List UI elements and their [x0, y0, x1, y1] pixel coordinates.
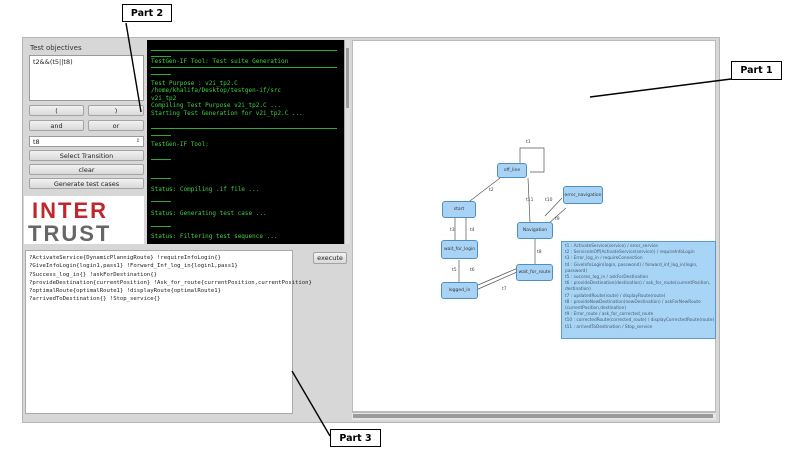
legend-line: t7 : updatedRoute(route) / displayRoute(…	[565, 293, 666, 299]
legend-line: t8 : provideNewDestination(newDestinatio…	[565, 299, 701, 305]
state-off-line: off_line	[497, 163, 527, 178]
select-transition-button[interactable]: Select Transition	[29, 150, 144, 161]
generate-test-cases-button[interactable]: Generate test cases	[29, 178, 144, 189]
or-button[interactable]: or	[88, 120, 144, 131]
console-separator	[151, 50, 337, 51]
transition-label-t5: t5	[452, 268, 457, 273]
legend-line: t11 : arrivedToDestination / Stop_servic…	[565, 324, 653, 330]
transition-label-t9: t9	[555, 217, 560, 222]
logo-line2: TRUST	[28, 221, 111, 244]
console-separator	[151, 201, 171, 202]
legend-line: t10 : correctedRoute(corrected_route) / …	[565, 318, 715, 324]
legend-line: t6 : provideDestination(destination) / a…	[565, 281, 711, 287]
arrow-t10	[544, 197, 563, 217]
transition-label-t8: t8	[537, 250, 542, 255]
arrow-t1	[519, 147, 545, 173]
console-output: TestGen-IF Tool: Test suite Generation T…	[147, 40, 345, 244]
legend-line: t4 : GiveInfoLogin(login, passwond) / fo…	[565, 262, 698, 268]
console-line: Status: Filtering test sequence ...	[151, 233, 278, 240]
intertrust-logo: INTER TRUST	[24, 196, 144, 246]
state-logged-in: logged_in	[441, 282, 478, 299]
console-separator	[151, 56, 171, 57]
legend-line: t3 : Error_log_in / requireConnection	[565, 256, 643, 262]
clear-button[interactable]: clear	[29, 164, 144, 175]
console-line: v2i_tp2	[151, 95, 177, 102]
state-wait-for-login: wait_for_login	[441, 240, 478, 259]
console-line: Starting Test Generation for v2i_tp2.C .…	[151, 110, 303, 117]
console-line: /home/khalifa/Desktop/testgen-if/src	[151, 87, 282, 94]
console-separator	[151, 226, 171, 227]
legend-line: destination)	[565, 287, 591, 293]
transition-select-value: t8	[33, 138, 40, 146]
legend-line: t5 : success_log_in / askForDestination	[565, 275, 649, 281]
console-line: Test Purpose : v2i_tp2.C	[151, 80, 238, 87]
script-line: ?provideDestination{currentPosition} !As…	[29, 279, 312, 286]
script-line: ?optimalRoute{optimalRoute1} !displayRou…	[29, 288, 221, 295]
callout-line-part1	[589, 78, 732, 98]
legend-line: t9 : Error_route / ask_for_corrected_rou…	[565, 312, 654, 318]
console-line: TestGen-IF Tool: Test suite Generation	[151, 58, 289, 65]
test-objectives-input[interactable]: t2&&(t5||t8)	[29, 55, 144, 101]
console-separator	[151, 178, 171, 179]
console-separator	[151, 74, 171, 75]
callout-line-part2	[125, 22, 142, 113]
execute-button[interactable]: execute	[313, 252, 347, 264]
callout-part1: Part 1	[731, 61, 782, 80]
arrow-t2	[465, 177, 501, 205]
callout-part3: Part 3	[330, 429, 381, 447]
transition-label-t11: t11	[526, 198, 534, 203]
transition-label-t4: t4	[470, 228, 475, 233]
legend-line: t1 : ActivateService(service) / error_se…	[565, 244, 658, 249]
console-line: TestGen-IF Tool:	[151, 141, 209, 148]
callout-part2: Part 2	[122, 4, 172, 22]
console-line: Status: Generating test case ...	[151, 210, 267, 217]
legend-line: password)	[565, 268, 588, 274]
callout-line-part3	[291, 370, 331, 437]
transition-label-t1: t1	[526, 140, 531, 145]
console-scroll-thumb[interactable]	[346, 48, 349, 108]
logo-line1: INTER	[32, 198, 108, 223]
close-paren-button[interactable]: )	[88, 105, 144, 116]
console-separator	[151, 67, 337, 68]
console-line: Compiling Test Purpose v2i_tp2.C ...	[151, 102, 282, 109]
transition-label-t3: t3	[450, 228, 455, 233]
transition-label-t6: t6	[470, 268, 475, 273]
open-paren-button[interactable]: (	[29, 105, 84, 116]
script-line: ?ActivateService{DynamicPlannigRoute} !r…	[29, 255, 221, 261]
transition-legend: t1 : ActivateService(service) / error_se…	[561, 241, 716, 339]
transition-label-t2: t2	[489, 188, 494, 193]
transition-select[interactable]: t8 ↕	[29, 136, 144, 147]
state-start: start	[442, 201, 476, 218]
console-separator	[151, 159, 171, 160]
transition-label-t7: t7	[502, 287, 507, 292]
legend-line: t2 : ServiceInOff(ActivateService(servic…	[565, 250, 695, 256]
and-button[interactable]: and	[29, 120, 84, 131]
legend-line: (currentPosition,destination)	[565, 306, 627, 312]
diagram-scroll-thumb[interactable]	[353, 414, 713, 418]
console-separator	[151, 128, 337, 129]
arrow-t6	[475, 271, 518, 291]
script-line: ?GiveInfoLogin{login1,pass1} !Forward_In…	[29, 263, 238, 270]
state-wait-for-route: wait_for_route	[516, 264, 553, 281]
spinner-arrows-icon: ↕	[135, 138, 140, 144]
arrow-t9	[547, 207, 567, 225]
arrow-t11	[527, 177, 531, 223]
console-line: Status: Compiling .if file ...	[151, 186, 260, 193]
test-script-editor[interactable]: ?ActivateService{DynamicPlannigRoute} !r…	[25, 250, 312, 414]
script-line: ?arrivedToDestination{} !Stop_service{}	[29, 296, 161, 303]
console-scrollbar[interactable]	[344, 40, 350, 244]
console-separator	[151, 135, 171, 136]
test-objectives-label: Test objectives	[30, 44, 82, 52]
state-error-navigation: error_navigation	[563, 186, 603, 204]
transition-label-t10: t10	[545, 198, 553, 203]
state-navigation: Navigation	[517, 222, 553, 239]
script-line: ?Success_log_in{} !askForDestination{}	[29, 271, 157, 278]
